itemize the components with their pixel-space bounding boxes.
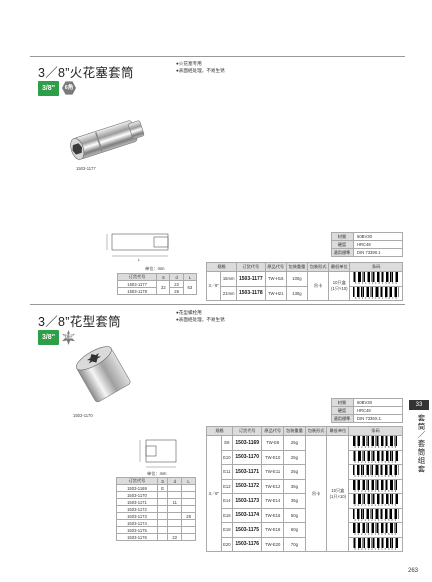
column-header: S bbox=[156, 273, 171, 281]
barcode: 6 9 2 1 3 2 1 8 1 5 8 5 2 bbox=[348, 464, 403, 480]
dimension-drawing bbox=[139, 439, 177, 468]
table-row: 1503-1174 bbox=[116, 519, 196, 527]
order-code: 1503-1173 bbox=[232, 493, 263, 509]
table-row: 1503-1177 32 22 63 bbox=[116, 280, 198, 295]
product-table: 规格 订货代号 原品代号 包装重量 包装形式 最低单位 条码 3／8" 16mm… bbox=[205, 262, 403, 301]
column-header: 规格 bbox=[205, 262, 238, 272]
photo-caption: 1503-1170 bbox=[73, 413, 93, 418]
column-header: L bbox=[181, 477, 196, 485]
section-1-title: 3／8”火花塞套筒 bbox=[38, 66, 134, 80]
barcode: 6 9 2 1 3 2 1 8 1 5 8 6 9 bbox=[349, 271, 403, 287]
torx-socket-photo bbox=[75, 346, 131, 403]
table-row: 1503-1170 bbox=[116, 491, 196, 499]
drive-cell: 3／8" bbox=[206, 435, 222, 552]
svg-text:L: L bbox=[138, 257, 141, 262]
order-code: 1503-1176 bbox=[232, 536, 263, 552]
section-1-bullets: ●火花塞专用 ●表面經处理，不易生锈 bbox=[176, 61, 225, 74]
table-row: 1503-1172 bbox=[116, 505, 196, 513]
page-number: 263 bbox=[407, 568, 418, 574]
drive-size-badge: 3/8" bbox=[38, 81, 59, 96]
table-row: 1503-1175 bbox=[116, 526, 196, 534]
barcode: 6 9 2 1 3 2 1 8 1 5 8 7 6 bbox=[348, 493, 403, 509]
column-header: 规格 bbox=[205, 426, 234, 436]
column-header: 最低单位 bbox=[326, 426, 350, 436]
barcode: 6 9 2 1 3 2 1 8 1 5 8 6 9 bbox=[348, 478, 403, 494]
drive-size-badge: 3/8" bbox=[38, 330, 59, 345]
order-code: 1503-1170 bbox=[232, 449, 263, 465]
column-header: 订货代号 bbox=[116, 273, 158, 281]
column-header: 包装重量 bbox=[283, 426, 306, 436]
unit-label: 单位：mm bbox=[145, 266, 165, 271]
column-header: 订货代号 bbox=[116, 477, 158, 485]
column-header: 包装形式 bbox=[304, 426, 328, 436]
order-code: 1503-1177 bbox=[236, 271, 266, 287]
column-header: 订货代号 bbox=[236, 262, 266, 272]
column-header: S bbox=[156, 477, 169, 485]
column-header: 原品代号 bbox=[261, 426, 285, 436]
column-header: 条码 bbox=[349, 262, 403, 272]
bullet-item: ●火花塞专用 bbox=[176, 61, 202, 66]
barcode: 6 9 2 1 3 2 1 8 1 5 8 8 3 bbox=[348, 507, 403, 523]
section-1-top-rule bbox=[30, 56, 405, 57]
column-header: 条码 bbox=[348, 426, 403, 436]
bullet-item: ●表面經处理，不易生锈 bbox=[176, 316, 225, 322]
drive-cell: 3／8" bbox=[205, 271, 222, 301]
hex-shape-badge: 6角 bbox=[62, 81, 76, 95]
order-code: 1503-1175 bbox=[232, 522, 263, 538]
column-header: L bbox=[182, 273, 198, 281]
barcode: 6 9 2 1 3 2 1 8 1 5 8 9 0 bbox=[348, 522, 403, 538]
dimension-drawing: L bbox=[106, 233, 169, 262]
table-row: 1503-1178 26 bbox=[116, 287, 197, 295]
chapter-tab: 33 bbox=[409, 400, 429, 410]
order-code: 1503-1171 bbox=[232, 464, 263, 480]
unit-label: 单位：mm bbox=[147, 471, 167, 476]
section-2-top-rule bbox=[30, 304, 405, 305]
column-header: d bbox=[167, 477, 183, 485]
dimension-table: 订货代号 S d L 1503-1177 32 22 63 1503-1178 … bbox=[116, 273, 198, 295]
column-header: 最低单位 bbox=[328, 262, 351, 272]
bullet-item: ●花型螺栓用 bbox=[176, 310, 202, 315]
section-2-bullets: ●花型螺栓用 ●表面經处理，不易生锈 bbox=[176, 310, 225, 323]
barcode: 6 9 2 1 3 2 1 8 1 5 8 7 6 bbox=[349, 285, 403, 301]
order-code: 1503-1178 bbox=[236, 285, 266, 301]
barcode: 6 9 2 1 3 2 1 8 1 5 9 0 6 bbox=[348, 536, 403, 552]
barcode: 6 9 2 1 3 2 1 8 1 5 8 3 8 bbox=[348, 435, 403, 451]
column-header: 包装重量 bbox=[285, 262, 309, 272]
column-header: 包装形式 bbox=[306, 262, 330, 272]
barcode: 6 9 2 1 3 2 1 8 1 5 8 4 5 bbox=[348, 449, 403, 465]
column-header: 原品代号 bbox=[264, 262, 287, 272]
photo-caption: 1503-1177 bbox=[76, 166, 96, 171]
spark-plug-socket-photo bbox=[70, 120, 145, 160]
order-code: 1503-1174 bbox=[232, 507, 263, 523]
order-code: 1503-1172 bbox=[232, 478, 263, 494]
table-row: 3／8" 16mm 1503-1177 TW-H16 100g 吊卡 10只盒 … bbox=[205, 271, 403, 301]
section-2-title: 3／8”花型套筒 bbox=[38, 315, 121, 329]
bullet-item: ●表面經处理，不易生锈 bbox=[176, 67, 225, 73]
chapter-label: 套筒／套筒组套 bbox=[417, 414, 426, 474]
column-header: 订货代号 bbox=[232, 426, 263, 436]
order-code: 1503-1169 bbox=[232, 435, 263, 451]
table-row: 21mm 1503-1178 TW-H21 130g 6 9 2 1 3 2 1… bbox=[207, 285, 403, 301]
column-header: d bbox=[169, 273, 184, 281]
